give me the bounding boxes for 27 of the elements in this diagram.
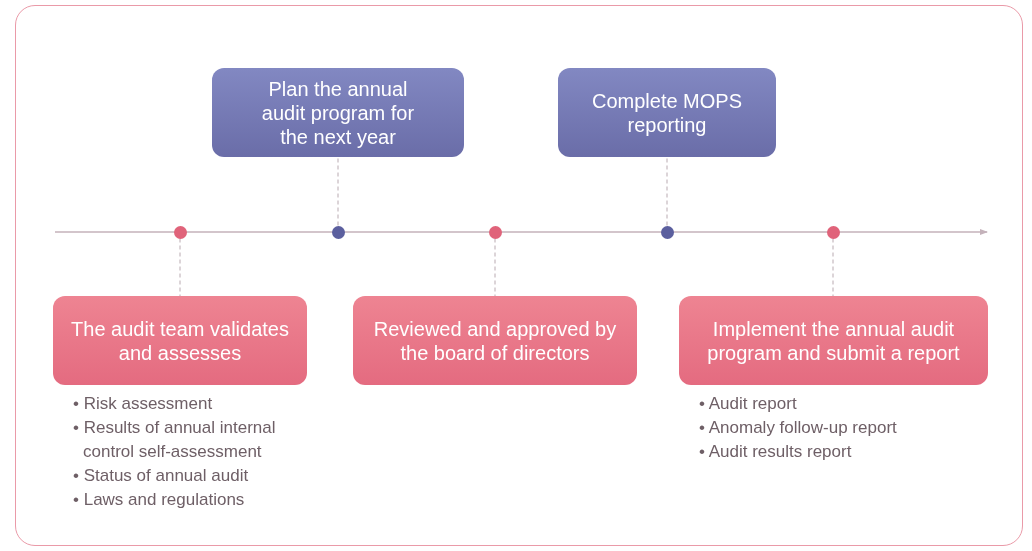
dashed-connector [337, 156, 339, 226]
bullet-item: • Status of annual audit [73, 465, 250, 487]
step-text: Complete MOPS reporting [590, 88, 744, 137]
step-text: Plan the annual audit program for the next year [260, 76, 416, 149]
bullet-item: • Audit report [699, 393, 798, 415]
step-box [679, 296, 988, 385]
step-text: The audit team validates and assesses [70, 316, 290, 365]
timeline-dot [826, 225, 840, 239]
bullet-item: • Results of annual internal control self-assessment [73, 417, 277, 463]
step-text: Reviewed and approved by the board of directors [372, 316, 618, 365]
bullet-item: • Risk assessment [73, 393, 214, 415]
timeline-dot [331, 225, 345, 239]
step-box [353, 296, 637, 385]
timeline-dot [173, 225, 187, 239]
step-text: Implement the annual audit program and submit a report [706, 316, 961, 365]
bullet-item: • Audit results report [699, 441, 853, 463]
timeline-dot [660, 225, 674, 239]
dashed-connector [832, 238, 834, 297]
bullet-item: • Anomaly follow-up report [699, 417, 898, 439]
step-box [212, 68, 464, 157]
timeline-dot [488, 225, 502, 239]
dashed-connector [494, 238, 496, 297]
step-box [558, 68, 776, 157]
dashed-connector [666, 156, 668, 226]
dashed-connector [179, 238, 181, 297]
bullet-item: • Laws and regulations [73, 489, 246, 511]
step-box [53, 296, 307, 385]
